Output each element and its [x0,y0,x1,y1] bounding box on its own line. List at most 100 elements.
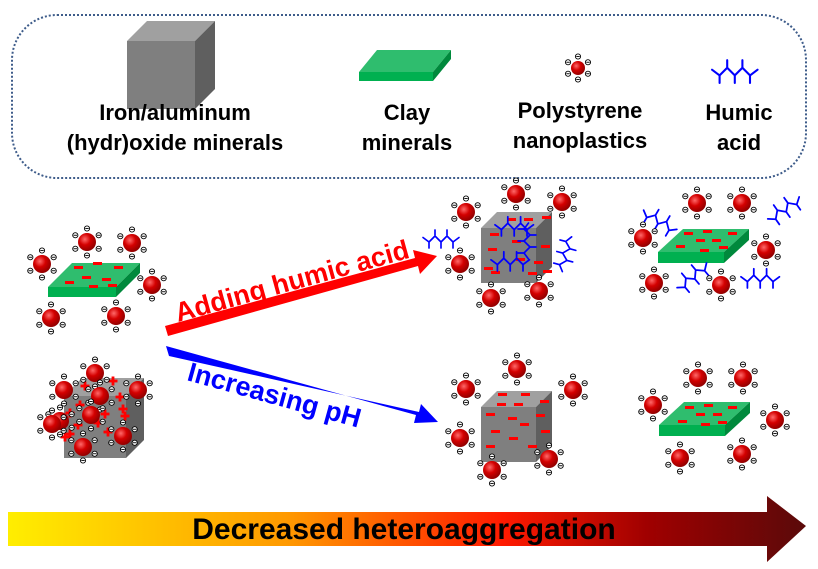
nanoplastic-particle [558,373,588,407]
nanoplastic-particle [564,53,592,83]
particle-sphere [482,289,500,307]
scene-ph-clay [638,361,790,475]
negative-surface-charge [491,430,500,433]
particle-sphere [688,194,706,212]
particle-sphere [712,276,730,294]
ph-arrow-label: Increasing pH [184,357,364,434]
humic-chain [766,196,802,226]
nanoplastic-particle [706,268,736,302]
negative-surface-charge [541,245,550,248]
slab-front [658,252,724,263]
humic-arrow-shape [165,250,437,336]
scene-humic-clay [628,186,802,302]
particle-sphere [564,381,582,399]
ph-arrow-shape [166,346,438,423]
nanoplastic-particle [751,233,781,267]
plus-v [123,411,127,421]
positive-surface-charge [100,409,110,419]
negative-surface-charge [543,270,552,273]
particle-sphere [508,360,526,378]
negative-surface-charge [528,272,537,275]
humic-chain [552,236,577,273]
particle-sphere [634,229,652,247]
negative-surface-charge [490,233,499,236]
humic-arrow-label: Adding humic acid [172,234,413,327]
negative-surface-charge [74,266,83,269]
particle-sphere [553,193,571,211]
positive-surface-charge [75,400,85,410]
nanoplastic-particle [76,398,106,432]
particle-sphere [143,276,161,294]
particle-sphere [507,185,525,203]
negative-surface-charge [114,266,123,269]
nanoplastic-particle [27,247,57,281]
particle-sphere [82,406,100,424]
nanoplastic-particle [728,361,758,395]
negative-surface-charge [516,258,525,261]
particle-sphere [78,233,96,251]
positive-surface-charge [93,418,103,428]
nanoplastic-particle [49,373,79,407]
legend-label-humic-line2: acid [717,130,761,155]
negative-surface-charge [728,232,737,235]
positive-surface-charge [118,404,128,414]
nanoplastic-particle [524,274,554,308]
nanoplastic-particle [72,225,102,259]
negative-surface-charge [514,403,523,406]
legend-label-humic-line1: Humic [705,100,772,125]
slab-side [725,402,750,436]
legend-label-oxide-line1: Iron/aluminum [99,100,251,125]
humic-acid-icon [490,250,531,272]
legend-label-nanoplastics-line2: nanoplastics [513,128,647,153]
nanoplastic-particle [665,441,695,475]
negative-surface-charge [524,218,533,221]
humic-chain [676,262,710,294]
particle-sphere [129,381,147,399]
negative-surface-charge [484,267,493,270]
scene-ph-oxide [445,352,588,487]
cube-side [195,21,215,109]
nanoplastic-particle [727,186,757,220]
negative-surface-charge [82,276,91,279]
negative-surface-charge [491,271,500,274]
cube-front [481,407,536,462]
negative-surface-charge [512,240,521,243]
heteroaggregation-gradient-arrow: Decreased heteroaggregation [8,496,806,562]
particle-sphere [540,450,558,468]
plus-v [121,404,125,414]
slab-front [48,287,116,297]
gradient-arrow-label: Decreased heteroaggregation [192,513,615,546]
nanoplastic-particle [502,352,532,386]
cube-top [481,212,552,228]
nanoplastic-particle [445,421,475,455]
nanoplastic-particle [477,453,507,487]
particle-sphere [733,445,751,463]
negative-surface-charge [93,262,102,265]
legend-label-nanoplastics-line1: Polystyrene [518,98,643,123]
nanoplastic-particle [476,281,506,315]
positive-surface-charge [60,432,70,442]
nanoplastic-particle [760,403,790,437]
cube-front [127,41,195,109]
particle-sphere [644,396,662,414]
iron-aluminum-cube-icon [127,21,215,109]
nanoplastic-particle [117,226,147,260]
negative-surface-charge [713,413,722,416]
particle-sphere [86,364,104,382]
slab-front [659,425,725,436]
legend-box: Iron/aluminum (hydr)oxide minerals Clay … [11,14,807,179]
particle-sphere [33,255,51,273]
plus-v [96,418,100,428]
negative-surface-charge [684,232,693,235]
particle-sphere [451,255,469,273]
humic-chain [710,59,759,85]
legend-label-clay-line2: minerals [362,130,453,155]
legend-border [11,14,807,179]
negative-surface-charge [541,430,550,433]
particle-sphere [55,381,73,399]
clay-slab-icon [359,50,451,81]
particle-sphere [483,461,501,479]
nanoplastic-particle [727,437,757,471]
positive-surface-charge [120,411,130,421]
slab-side [724,229,749,263]
